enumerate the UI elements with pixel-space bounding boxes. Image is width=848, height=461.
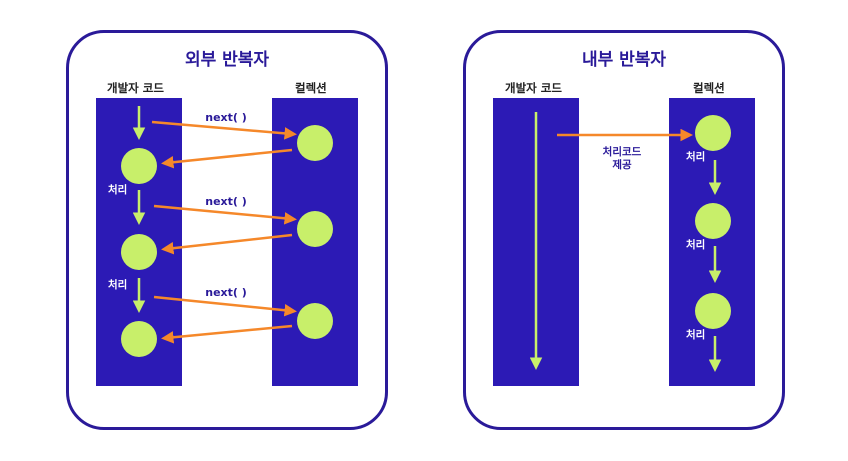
external-collection-node xyxy=(297,211,333,247)
next-call-arrow xyxy=(153,295,297,317)
element-return-arrow xyxy=(161,148,293,169)
provide-code-label: 제공 xyxy=(612,158,632,171)
provide-code-label: 처리코드 xyxy=(603,145,642,158)
external-developer-node xyxy=(121,148,157,184)
external-developer-node xyxy=(121,234,157,270)
external-developer-code-label: 개발자 코드 xyxy=(107,81,164,95)
external-collection-node xyxy=(297,125,333,161)
internal-developer-code-label: 개발자 코드 xyxy=(505,81,562,95)
internal-collection-node xyxy=(695,203,731,239)
external-iterator-title: 외부 반복자 xyxy=(184,50,270,70)
external-collection-label: 컬렉션 xyxy=(295,81,327,95)
internal-collection-node xyxy=(695,293,731,329)
next-call-label: next( ) xyxy=(205,195,247,208)
process-label: 처리 xyxy=(686,238,705,251)
element-return-arrow xyxy=(161,324,293,344)
process-label: 처리 xyxy=(686,328,705,341)
next-call-arrow xyxy=(153,204,297,225)
next-call-arrow xyxy=(151,120,297,140)
next-call-label: next( ) xyxy=(205,111,247,124)
process-label: 처리 xyxy=(108,278,127,291)
external-developer-node xyxy=(121,321,157,357)
process-label: 처리 xyxy=(108,183,127,196)
internal-iterator-title: 내부 반복자 xyxy=(581,50,667,70)
process-label: 처리 xyxy=(686,150,705,163)
internal-collection-label: 컬렉션 xyxy=(693,81,725,95)
next-call-label: next( ) xyxy=(205,286,247,299)
internal-collection-node xyxy=(695,115,731,151)
external-collection-node xyxy=(297,303,333,339)
element-return-arrow xyxy=(161,233,293,255)
